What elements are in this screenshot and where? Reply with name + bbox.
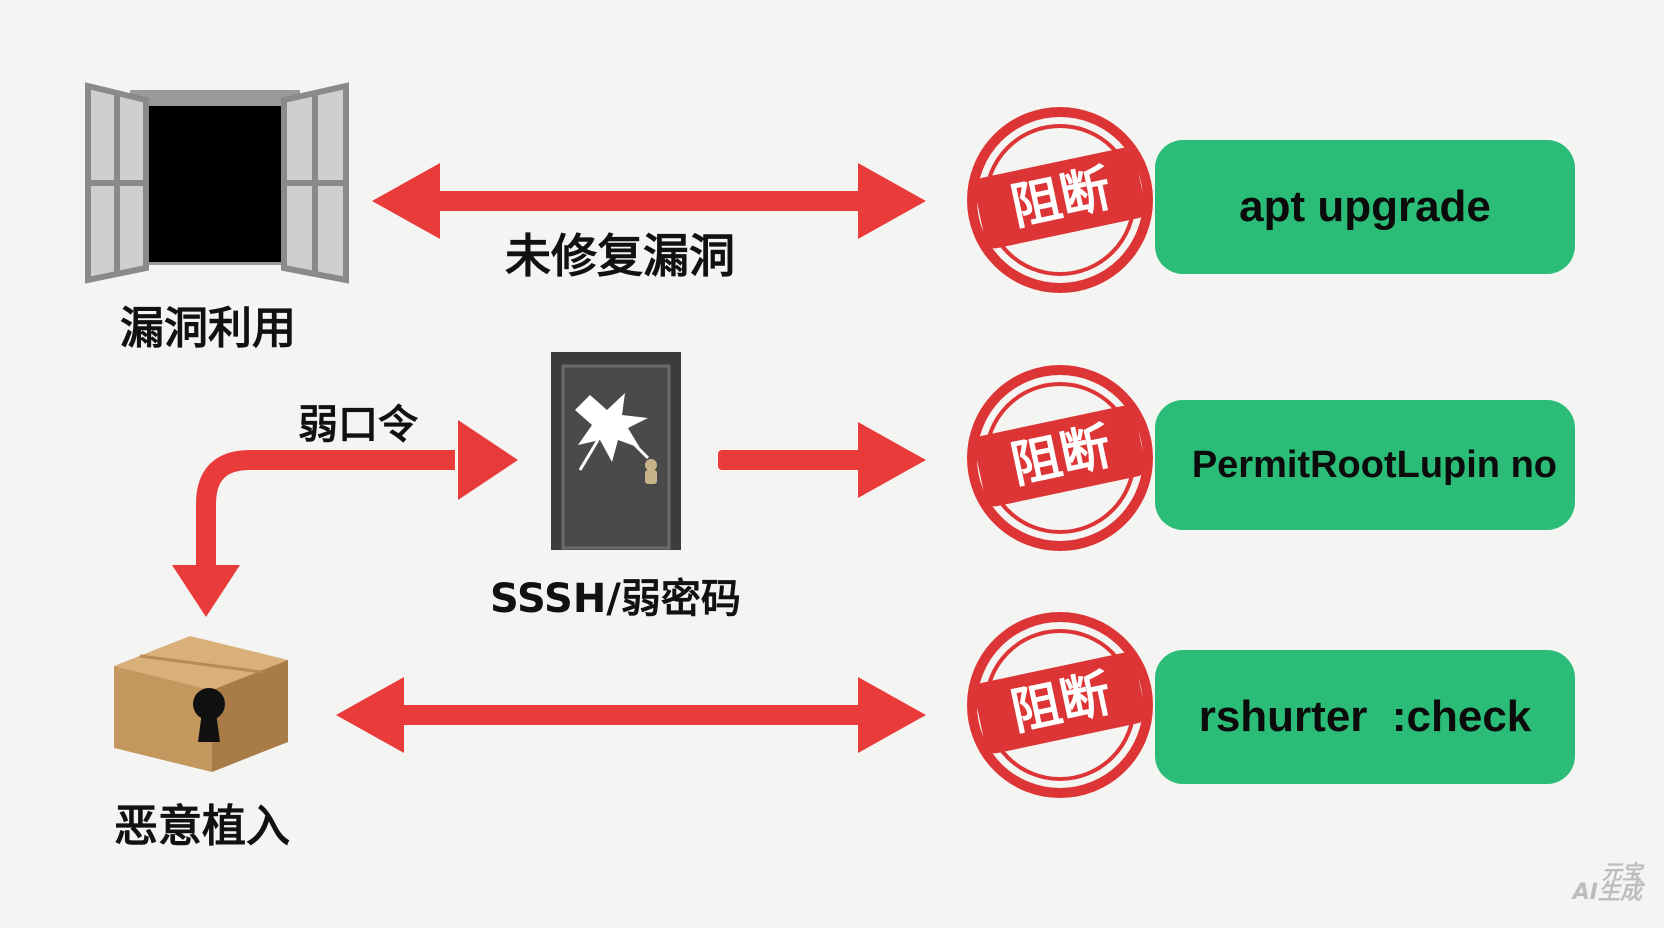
block-stamp-3: 阻断 [960,605,1160,805]
broken-door-icon [551,352,681,550]
block-stamp-text: 阻断 [1005,417,1116,495]
ssh-weak-password-label: SSSH/弱密码 [490,576,741,622]
block-stamp-text: 阻断 [1005,664,1116,742]
top-double-arrow [372,163,926,239]
watermark-line-1: 元宝 [1602,860,1642,884]
block-stamp-2: 阻断 [960,358,1160,558]
bottom-double-arrow [336,677,926,753]
block-stamp-text: 阻断 [1005,159,1116,237]
curved-double-arrow [172,420,518,617]
malware-implant-label: 恶意植入 [114,801,290,852]
watermark-line-2: AI生成 [1572,880,1642,905]
open-window-icon [85,82,349,284]
locked-box-icon [114,636,288,772]
stamp-rings [967,107,1153,798]
block-stamp-1: 阻断 [960,100,1160,300]
defense-command-permit-root: PermitRootLupin no [1155,400,1575,530]
defense-command-apt-upgrade: apt upgrade [1155,140,1575,274]
ai-generated-watermark: 元宝 AI生成 [1573,862,1642,904]
unpatched-vuln-arrow-label: 未修复漏洞 [505,229,735,283]
middle-right-arrow [718,422,926,498]
vuln-exploit-label: 漏洞利用 [120,303,296,354]
weak-password-arrow-label: 弱口令 [298,402,418,448]
defense-command-rshurter: rshurter :check [1155,650,1575,784]
